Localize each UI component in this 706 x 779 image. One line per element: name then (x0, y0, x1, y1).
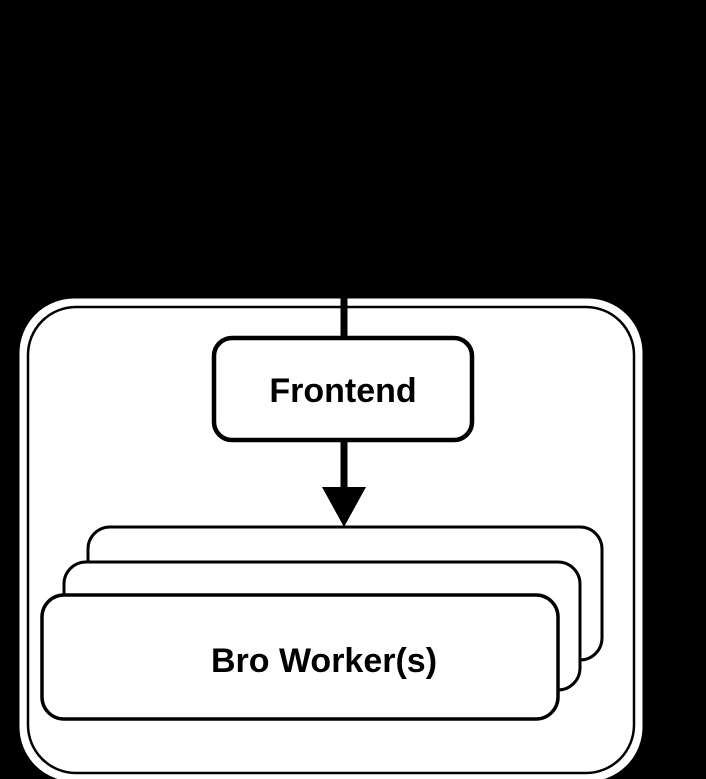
frontend-label: Frontend (269, 372, 416, 410)
frontend-node[interactable]: Frontend (211, 335, 475, 443)
bro-worker-front-box (40, 593, 560, 721)
arrow-head (322, 487, 366, 527)
bro-worker-card-front[interactable]: Bro Worker(s) (40, 593, 560, 721)
bro-worker-label: Bro Worker(s) (211, 642, 437, 680)
frontend-to-workers-arrow (322, 438, 366, 527)
bro-worker-stack: Bro Worker(s) (40, 525, 604, 721)
